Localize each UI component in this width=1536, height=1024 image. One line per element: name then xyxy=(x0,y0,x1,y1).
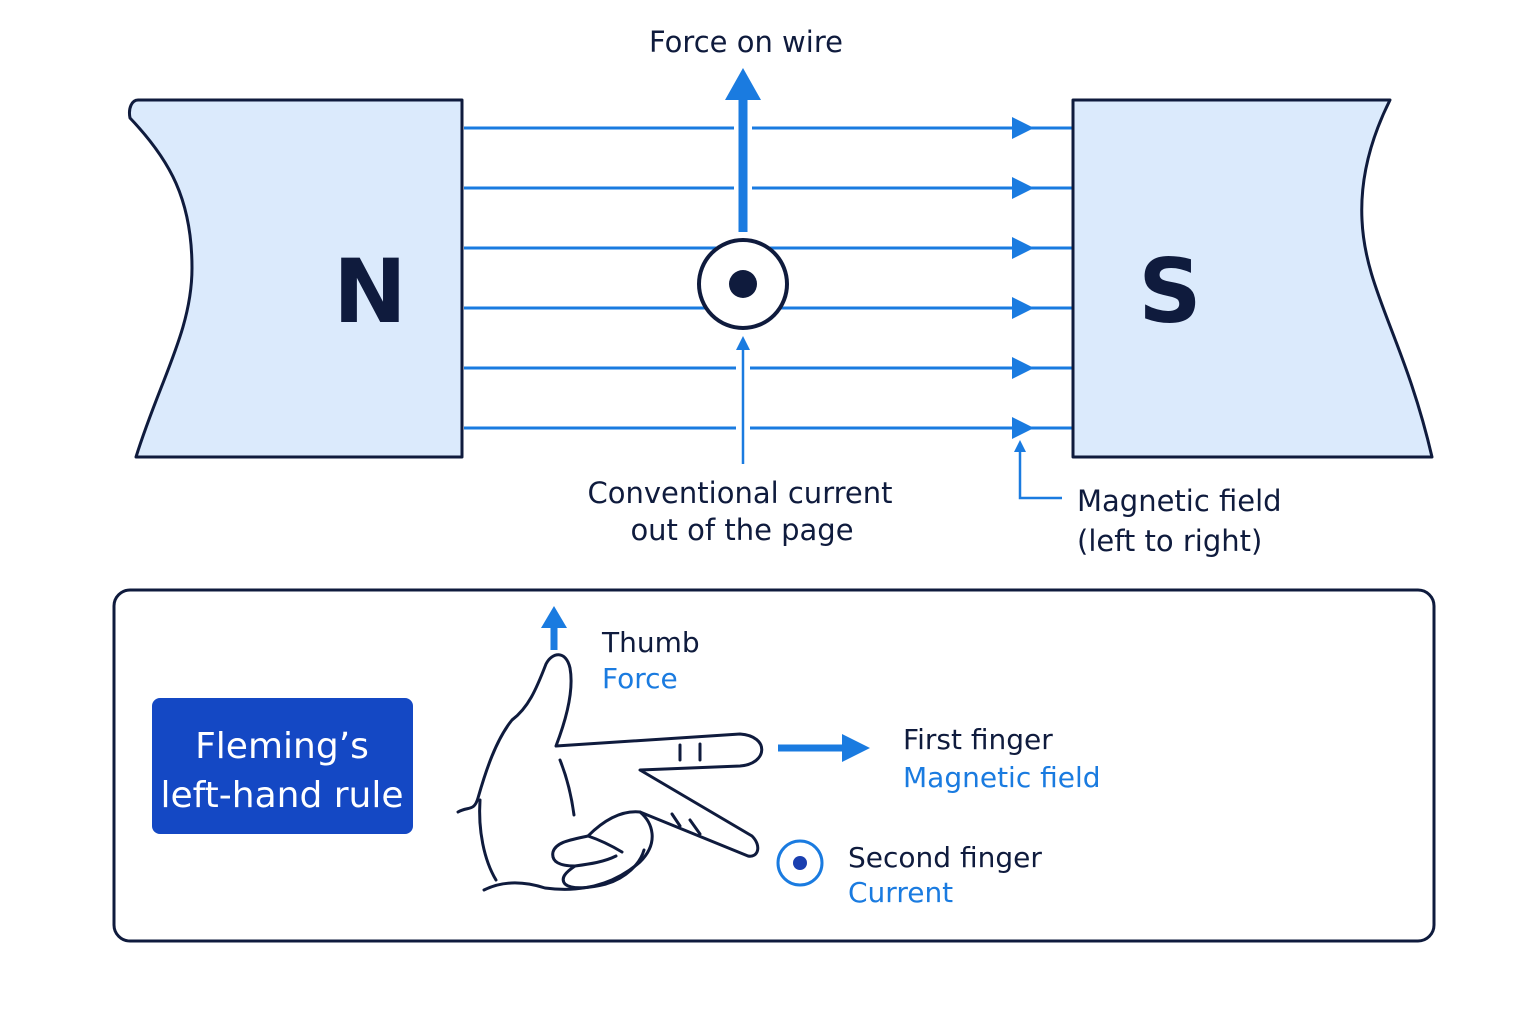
field-arrowheads xyxy=(1012,117,1034,439)
field-label-line1: Magnetic field xyxy=(1077,484,1282,518)
left-hand-icon xyxy=(456,653,764,892)
thumb-meaning: Force xyxy=(602,662,678,695)
current-label-line2: out of the page xyxy=(630,513,853,547)
south-pole-label: S xyxy=(1138,240,1201,343)
rule-title-line1: Fleming’s xyxy=(195,726,369,767)
rule-title-line2: left-hand rule xyxy=(160,775,403,816)
rule-panel xyxy=(112,588,1436,943)
rule-title-badge xyxy=(152,698,413,834)
field-arrowhead xyxy=(1012,117,1034,139)
field-arrowhead xyxy=(1012,357,1034,379)
thumb-arrowhead xyxy=(541,606,567,628)
force-arrowhead xyxy=(725,68,761,100)
field-pointer-line xyxy=(1018,450,1062,500)
field-pointer-arrowhead xyxy=(1014,440,1026,452)
field-arrowhead xyxy=(1012,297,1034,319)
field-arrowhead xyxy=(1012,177,1034,199)
second-finger-meaning: Current xyxy=(848,876,953,909)
thumb-label: Thumb xyxy=(601,626,700,659)
current-pointer-arrowhead xyxy=(736,336,750,350)
south-magnet xyxy=(1071,98,1434,459)
first-finger-meaning: Magnetic field xyxy=(903,761,1101,794)
first-finger-label: First finger xyxy=(903,723,1053,756)
second-finger-current-icon xyxy=(776,839,824,887)
current-out-of-page-icon xyxy=(697,238,789,330)
first-finger-arrowhead xyxy=(842,734,870,762)
field-label-line2: (left to right) xyxy=(1077,524,1262,558)
field-arrowhead xyxy=(1012,237,1034,259)
north-magnet xyxy=(128,98,464,459)
current-label-line1: Conventional current xyxy=(588,476,893,510)
north-pole-label: N xyxy=(333,240,407,343)
field-arrowhead xyxy=(1012,417,1034,439)
second-finger-label: Second finger xyxy=(848,841,1042,874)
force-on-wire-label: Force on wire xyxy=(649,25,843,59)
